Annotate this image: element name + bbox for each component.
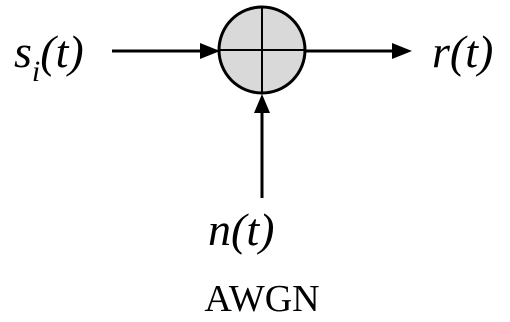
noise-signal-argument: (t) <box>231 204 274 255</box>
noise-arrow <box>254 94 270 198</box>
noise-arrow-head <box>254 94 270 113</box>
output-signal-base: r <box>432 26 451 77</box>
output-arrow <box>305 43 412 59</box>
noise-signal-base: n <box>208 204 231 255</box>
input-signal-subscript: i <box>32 55 40 88</box>
noise-caption: AWGN <box>204 278 319 320</box>
input-signal-base: s <box>14 26 32 77</box>
input-signal-argument: (t) <box>40 26 83 77</box>
input-arrow <box>112 43 220 59</box>
output-signal-argument: (t) <box>450 26 493 77</box>
input-arrow-head <box>200 43 220 59</box>
summing-junction <box>217 5 307 95</box>
noise-signal-label: n(t) <box>208 204 274 255</box>
output-signal-label: r(t) <box>432 26 493 77</box>
output-arrow-head <box>392 43 412 59</box>
input-signal-label: si(t) <box>14 26 84 88</box>
